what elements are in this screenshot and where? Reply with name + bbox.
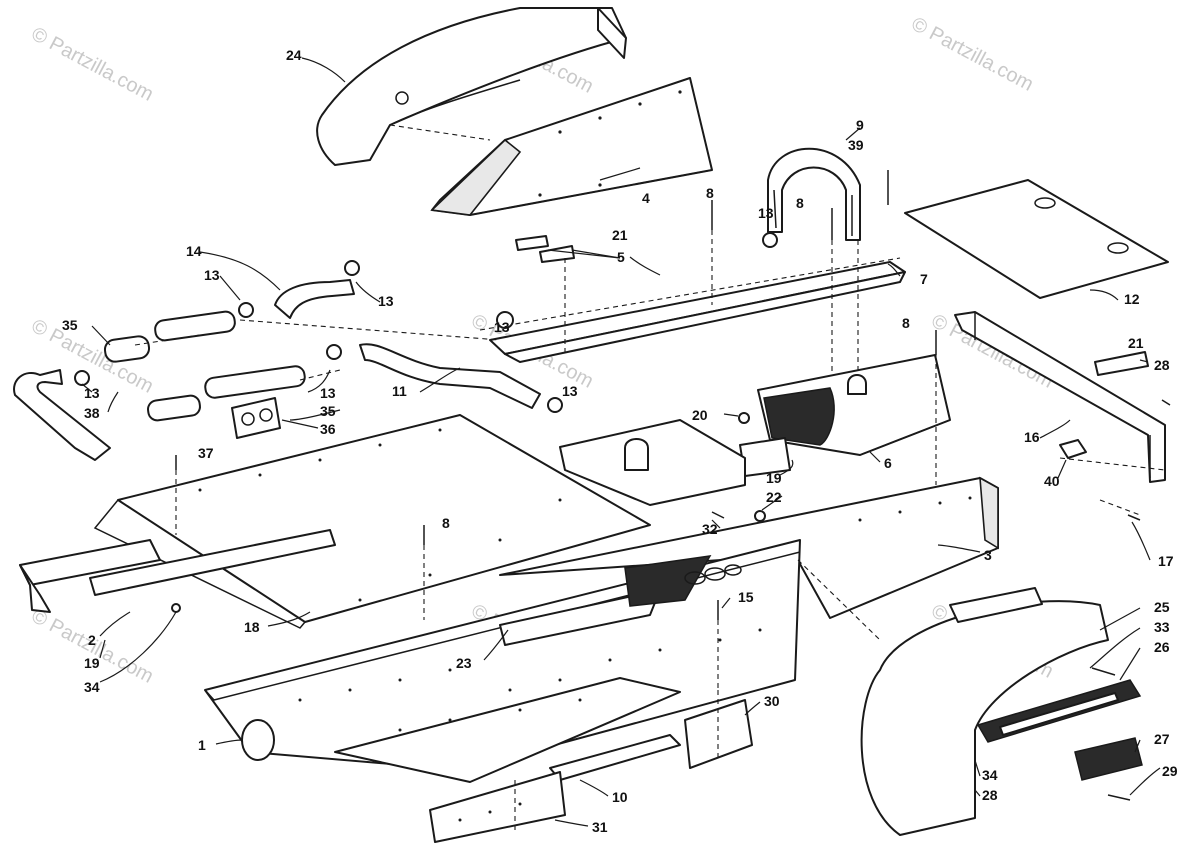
part-18-floor-board [93,414,651,629]
callout-9: 9 [856,117,864,133]
callout-1: 1 [198,737,206,753]
callout-2: 2 [88,632,96,648]
callout-30: 30 [764,693,780,709]
part-hoses [13,279,541,461]
callout-32: 32 [702,521,718,537]
part-1-chassis-pan [204,539,801,783]
callout-13: 13 [562,383,578,399]
part-40-block [1059,439,1087,459]
part-seat-base [559,419,746,506]
callout-13: 13 [84,385,100,401]
callout-12: 12 [1124,291,1140,307]
callout-27: 27 [1154,731,1170,747]
callout-36: 36 [320,421,336,437]
callout-11: 11 [392,383,407,399]
callout-14: 14 [186,243,202,259]
part-19-bracket [738,412,791,522]
part-9-handle [767,147,861,241]
callout-34: 34 [982,767,998,783]
callout-8: 8 [706,185,714,201]
callout-13: 13 [758,205,774,221]
callout-31: 31 [592,819,608,835]
callout-39: 39 [848,137,864,153]
callout-7: 7 [920,271,928,287]
part-bolts [175,170,1171,801]
part-24-nose-cover [316,7,627,166]
part-26-tail-light [976,679,1142,743]
callout-35: 35 [62,317,78,333]
callout-26: 26 [1154,639,1170,655]
callout-19: 19 [766,470,782,486]
callout-23: 23 [456,655,472,671]
callout-34: 34 [84,679,100,695]
callout-24: 24 [286,47,302,63]
callout-5: 5 [617,249,625,265]
assembly-lines [134,124,1166,830]
callout-8: 8 [902,315,910,331]
callout-22: 22 [766,489,782,505]
callout-13: 13 [320,385,336,401]
callout-20: 20 [692,407,708,423]
callout-33: 33 [1154,619,1170,635]
part-27-plate [1074,737,1143,781]
part-2-rail [19,529,336,613]
callout-4: 4 [642,190,650,206]
callout-28: 28 [1154,357,1170,373]
watermark: © Partzilla.com [28,23,157,106]
callout-6: 6 [884,455,892,471]
callout-37: 37 [198,445,214,461]
callout-3: 3 [984,547,992,563]
part-12-cover-plate [904,179,1169,299]
callout-15: 15 [738,589,754,605]
callout-28: 28 [982,787,998,803]
callout-18: 18 [244,619,260,635]
part-5-rail [479,257,906,363]
callout-13: 13 [378,293,394,309]
callout-labels: 24 4 21 5 9 39 8 8 13 7 12 14 13 13 35 1… [62,47,1178,835]
callout-19: 19 [84,655,100,671]
callout-13: 13 [204,267,220,283]
callout-16: 16 [1024,429,1040,445]
watermark: © Partzilla.com [908,13,1037,96]
callout-10: 10 [612,789,628,805]
part-31-bracket [429,771,566,843]
leader-lines [81,57,1161,827]
callout-8: 8 [442,515,450,531]
part-25-rear-housing [860,587,1109,836]
callout-25: 25 [1154,599,1170,615]
callout-17: 17 [1158,553,1174,569]
callout-21: 21 [612,227,628,243]
part-16-side-bracket [954,311,1166,483]
callout-8: 8 [796,195,804,211]
callout-13: 13 [494,319,510,335]
part-6-tray [757,354,951,456]
callout-29: 29 [1162,763,1178,779]
part-30-bracket [684,699,753,769]
part-13-clamps [74,232,778,413]
callout-21: 21 [1128,335,1144,351]
callout-40: 40 [1044,473,1060,489]
part-4-hood-panel [430,77,713,216]
callout-38: 38 [84,405,100,421]
callout-35: 35 [320,403,336,419]
